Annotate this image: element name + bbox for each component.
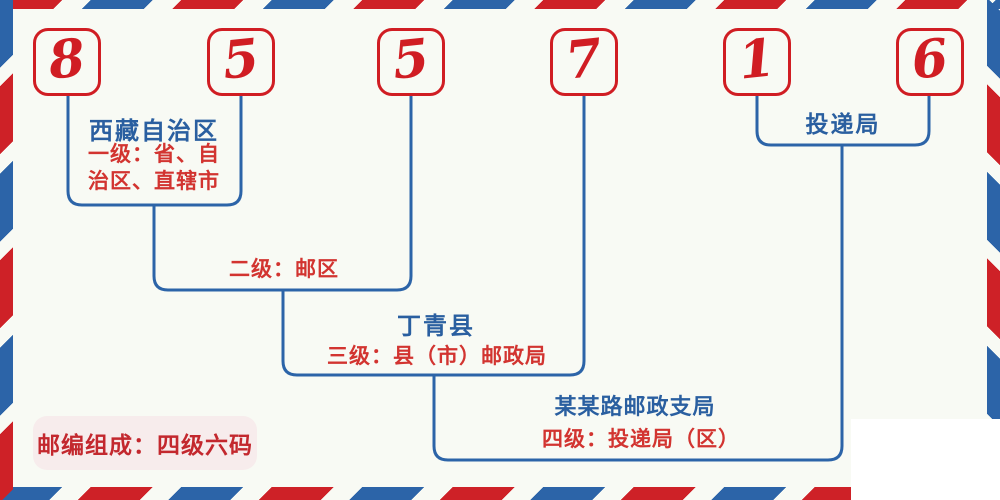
digit-box-5: 1 bbox=[723, 27, 791, 96]
digit-box-1: 8 bbox=[33, 27, 101, 96]
digit-6: 6 bbox=[908, 27, 951, 92]
envelope-border-right-stripes bbox=[987, 0, 1000, 500]
level4-branch-name: 某某路邮政支局 bbox=[554, 394, 716, 419]
digit-box-2: 5 bbox=[207, 27, 275, 96]
digit-box-4: 7 bbox=[550, 27, 618, 96]
bottom-right-white-patch bbox=[851, 419, 1000, 500]
envelope-border-left-stripes bbox=[0, 0, 13, 500]
envelope-border-bottom-stripes bbox=[0, 487, 1000, 500]
digit-5: 1 bbox=[735, 27, 778, 92]
delivery-office-label: 投递局 bbox=[805, 112, 881, 137]
digit-4: 7 bbox=[562, 27, 605, 92]
digit-3: 5 bbox=[389, 27, 432, 92]
level2-description: 二级：邮区 bbox=[229, 258, 339, 281]
digit-2: 5 bbox=[219, 27, 262, 92]
level1-description: 一级：省、自治区、直辖市 bbox=[88, 143, 220, 193]
composition-badge-text: 邮编组成：四级六码 bbox=[37, 433, 253, 458]
digit-1: 8 bbox=[45, 27, 88, 92]
composition-badge: 邮编组成：四级六码 bbox=[33, 416, 257, 470]
level3-county-name: 丁青县 bbox=[397, 314, 475, 340]
level3-description: 三级：县（市）邮政局 bbox=[327, 345, 547, 368]
envelope-border-top-stripes bbox=[0, 0, 1000, 9]
digit-box-3: 5 bbox=[377, 27, 445, 96]
digit-box-6: 6 bbox=[896, 27, 964, 96]
level1-region-name: 西藏自治区 bbox=[89, 119, 219, 145]
level4-description: 四级：投递局（区） bbox=[542, 428, 740, 451]
